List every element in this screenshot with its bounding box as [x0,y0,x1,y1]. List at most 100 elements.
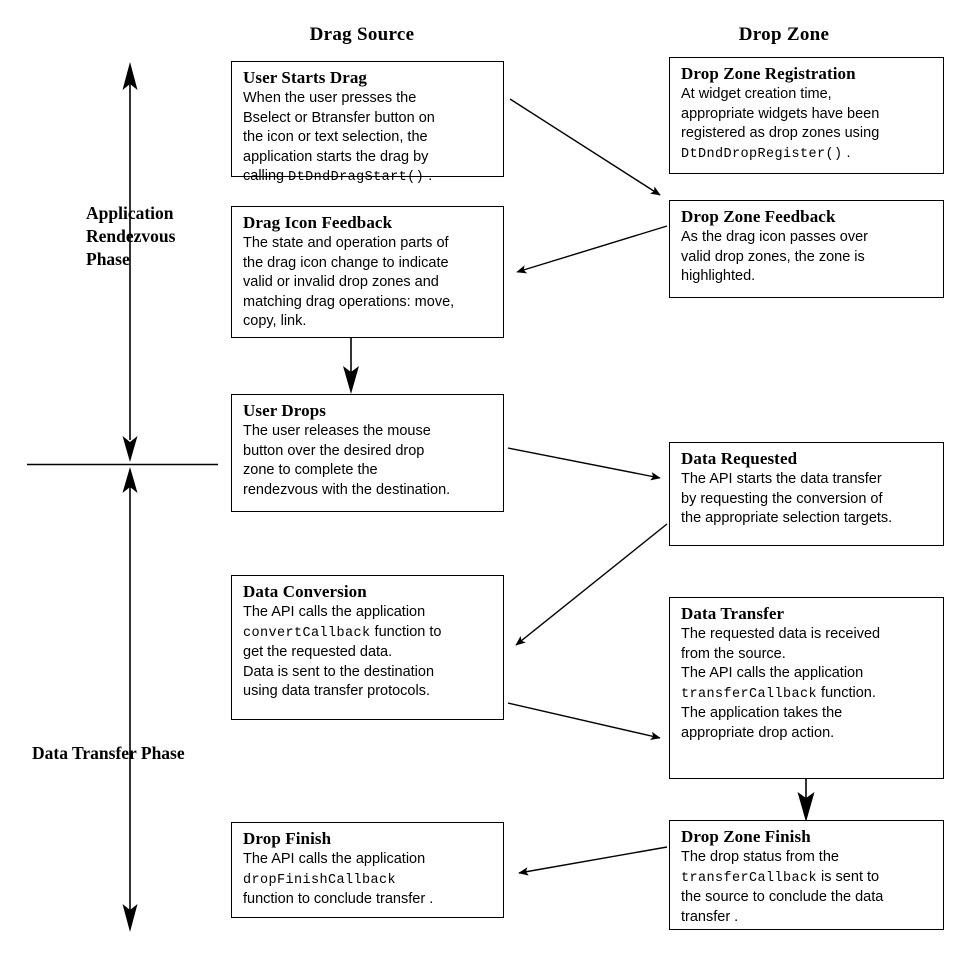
node-drop-zone-feedback[interactable]: Drop Zone Feedback As the drag icon pass… [669,200,944,298]
text-run: The API starts the data transfer [681,471,882,487]
node-body-line: convertCallback function to [243,623,494,644]
node-body-line: valid or invalid drop zones and [243,273,494,293]
node-body-line: The application takes the [681,704,934,724]
node-body: The drop status from the transferCallback… [681,848,934,927]
node-body-line: application starts the drag by [243,148,494,168]
node-body-line: get the requested data. [243,643,494,663]
text-run: highlighted. [681,268,756,284]
node-body-line: DtDndDropRegister() . [681,144,934,165]
node-body-line: the source to conclude the data [681,888,934,908]
code-literal: dropFinishCallback [243,872,397,888]
text-run: the icon or text selection, the [243,129,428,145]
arrow-start-drag-to-zone-feedback [509,98,661,196]
phase-label-line-2: Rendezvous [86,226,176,246]
node-body-line: The API calls the application [681,664,934,684]
node-body: The state and operation parts of the drag… [243,234,494,332]
node-body-line: appropriate widgets have been [681,105,934,125]
node-body-line: Data is sent to the destination [243,663,494,683]
text-run: When the user presses the [243,90,417,106]
text-run: The API calls the application [681,665,864,681]
node-body: At widget creation time, appropriate widg… [681,85,934,164]
text-run: The application takes the [681,705,843,721]
node-body-line: valid drop zones, the zone is [681,248,934,268]
node-body-line: dropFinishCallback [243,870,494,891]
node-body-line: rendezvous with the destination. [243,481,494,501]
phase-label-line-1: Application [86,203,174,223]
code-literal: convertCallback [243,625,371,641]
text-run: . [424,168,433,184]
text-run: zone to complete the [243,462,378,478]
node-body-line: The API calls the application [243,850,494,870]
column-header-drop-zone: Drop Zone [738,24,830,45]
text-run: registered as drop zones using [681,125,880,141]
node-body-line: the drag icon change to indicate [243,254,494,274]
text-run: The API calls the application [243,604,426,620]
node-body-line: the icon or text selection, the [243,128,494,148]
flow-drag-icon-to-user-drops [343,338,359,394]
text-run: appropriate drop action. [681,724,835,741]
node-body-line: the appropriate selection targets. [681,509,934,529]
axis-arrow-up-top [122,62,138,90]
node-drop-zone-registration[interactable]: Drop Zone Registration At widget creatio… [669,57,944,174]
text-run: Data is sent to the destination [243,663,435,680]
text-run: valid drop zones, the zone is [681,248,865,265]
node-body-line: button over the desired drop [243,442,494,462]
node-body-line: zone to complete the [243,461,494,481]
node-data-conversion[interactable]: Data Conversion The API calls the applic… [231,575,504,720]
text-run: calling [243,168,289,184]
flow-data-transfer-to-drop-zone-finish [797,779,815,822]
node-body-line: function to conclude transfer . [243,890,494,910]
node-body-line: Bselect or Btransfer button on [243,109,494,129]
text-run: the source to conclude the data [681,889,884,905]
text-run: rendezvous with the destination. [243,481,451,498]
node-body-line: The API calls the application [243,603,494,623]
node-body-line: from the source. [681,645,934,665]
node-data-requested[interactable]: Data Requested The API starts the data t… [669,442,944,546]
node-drop-finish[interactable]: Drop Finish The API calls the applicatio… [231,822,504,918]
arrow-drop-zone-finish-to-drop-finish [518,846,668,876]
text-run: At widget creation time, [681,86,832,102]
arrow-user-drops-to-data-requested [507,447,661,481]
text-run: copy, link. [243,313,307,329]
node-title: Drop Zone Feedback [681,207,836,226]
node-body-line: transferCallback is sent to [681,868,934,889]
node-body-line: transferCallback function. [681,684,934,705]
axis-arrow-down-mid [122,436,138,462]
node-drop-zone-finish[interactable]: Drop Zone Finish The drop status from th… [669,820,944,930]
node-title: User Starts Drag [243,68,368,87]
text-run: function to conclude transfer . [243,891,434,907]
text-run: the appropriate selection targets. [681,510,893,526]
text-run: by requesting the conversion of [681,490,883,507]
node-drag-icon-feedback[interactable]: Drag Icon Feedback The state and operati… [231,206,504,338]
text-run: function. [817,684,876,701]
node-data-transfer[interactable]: Data Transfer The requested data is rece… [669,597,944,779]
text-run: using data transfer protocols. [243,683,430,699]
arrow-zone-feedback-to-drag-icon-feedback [516,225,668,274]
code-literal: transferCallback [681,870,818,886]
text-run: matching drag operations: move, [243,293,455,310]
node-body-line: registered as drop zones using [681,124,934,144]
arrow-data-conversion-to-data-transfer [507,702,661,741]
node-body: The API starts the data transfer by reque… [681,470,934,529]
text-run: The state and operation parts of [243,235,449,251]
node-user-starts-drag[interactable]: User Starts Drag When the user presses t… [231,61,504,185]
node-body-line: The drop status from the [681,848,934,868]
node-body-line: The state and operation parts of [243,234,494,254]
text-run: The requested data is received [681,626,881,642]
node-title: User Drops [243,401,327,420]
node-title: Drop Finish [243,829,332,848]
text-run: the drag icon change to indicate [243,254,449,271]
text-run: valid or invalid drop zones and [243,274,439,290]
text-run: from the source. [681,645,786,662]
text-run: appropriate widgets have been [681,105,880,122]
node-title: Data Requested [681,449,798,468]
phase-label-line-3: Phase [86,249,130,269]
text-run: button over the desired drop [243,442,425,459]
code-literal: DtDndDropRegister() [681,146,843,162]
node-body-line: The user releases the mouse [243,422,494,442]
node-body-line: highlighted. [681,267,934,287]
text-run: The drop status from the [681,849,839,865]
